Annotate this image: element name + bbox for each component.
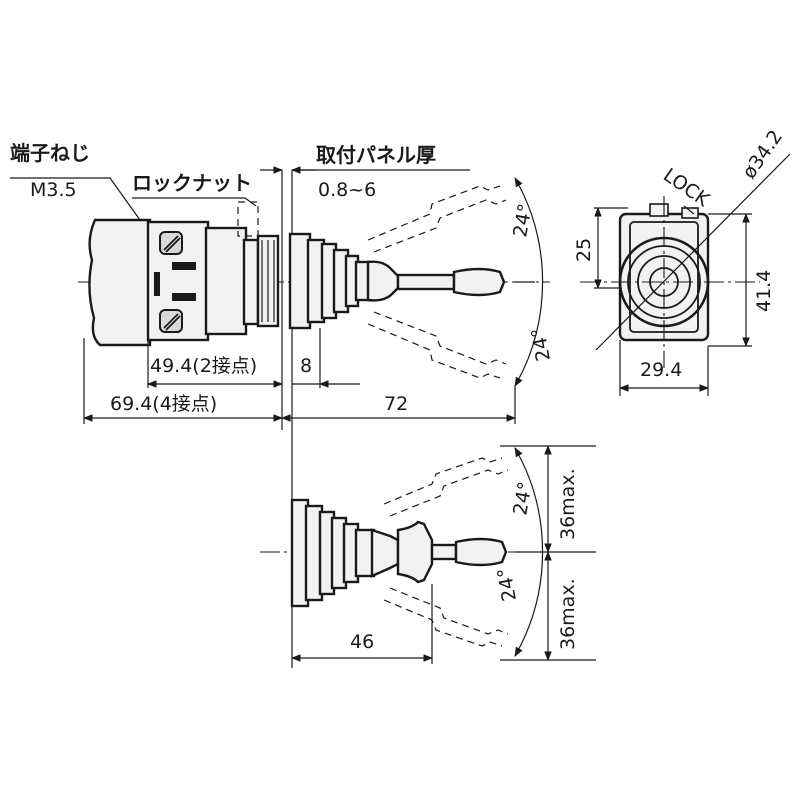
label-terminal-screw-size: M3.5	[30, 179, 77, 201]
side-view-top	[10, 166, 550, 430]
angle-arc-top	[514, 177, 544, 387]
label-angle-lower: 24°	[527, 326, 555, 363]
lever-ghost-bottom-lower	[383, 587, 509, 647]
housing-step	[242, 238, 260, 326]
label-max-upper: 36max.	[557, 468, 579, 540]
label-len-2-contact: 49.4(2接点)	[150, 355, 257, 377]
lock-tab	[649, 203, 669, 217]
lever-shaft	[396, 273, 456, 291]
terminal-screw-upper	[159, 231, 183, 255]
terminal-screw-lower	[159, 309, 183, 333]
label-lever-length: 72	[384, 393, 408, 415]
contact-tab	[154, 272, 160, 296]
leader-terminal-screw	[10, 177, 141, 221]
lever-collar-bottom	[396, 520, 434, 584]
label-boot-length: 46	[350, 631, 374, 653]
lever-ghost-lower	[367, 311, 507, 379]
label-panel-thickness-range: 0.8~6	[318, 179, 376, 201]
label-bezel-width: 29.4	[640, 359, 682, 381]
label-max-lower: 36max.	[557, 578, 579, 650]
lock-nut-ghost	[237, 201, 259, 237]
label-lock-nut: ロックナット	[132, 171, 252, 195]
label-len-4-contact: 69.4(4接点)	[110, 393, 217, 415]
leader-diameter	[595, 153, 791, 351]
label-panel-offset: 8	[300, 355, 312, 377]
label-angle-upper: 24°	[509, 202, 537, 239]
side-view-bottom	[260, 430, 596, 668]
lever-knob-bottom	[454, 537, 508, 567]
label-height-25: 25	[573, 238, 595, 262]
rubber-boot	[288, 232, 400, 330]
terminal-block	[88, 218, 152, 347]
front-view	[580, 153, 791, 396]
housing	[204, 226, 248, 336]
leader-lock	[683, 205, 695, 215]
label-height-41-4: 41.4	[753, 270, 775, 312]
label-angle-lower-bottom: 24°	[493, 566, 521, 603]
lever-ghost-upper	[367, 185, 507, 253]
label-diameter: ø34.2	[738, 126, 787, 183]
contact-slot-upper	[172, 262, 196, 270]
lever-ghost-bottom-upper	[383, 457, 509, 517]
label-terminal-screw: 端子ねじ	[10, 141, 90, 165]
lever-shaft-bottom	[430, 543, 458, 561]
contact-slot-lower	[172, 293, 196, 301]
lever-knob	[452, 267, 506, 297]
label-angle-upper-bottom: 24°	[509, 480, 537, 517]
label-panel-thickness: 取付パネル厚	[316, 143, 436, 167]
leader-lock-nut	[132, 197, 257, 207]
rubber-boot-bottom	[290, 498, 400, 608]
